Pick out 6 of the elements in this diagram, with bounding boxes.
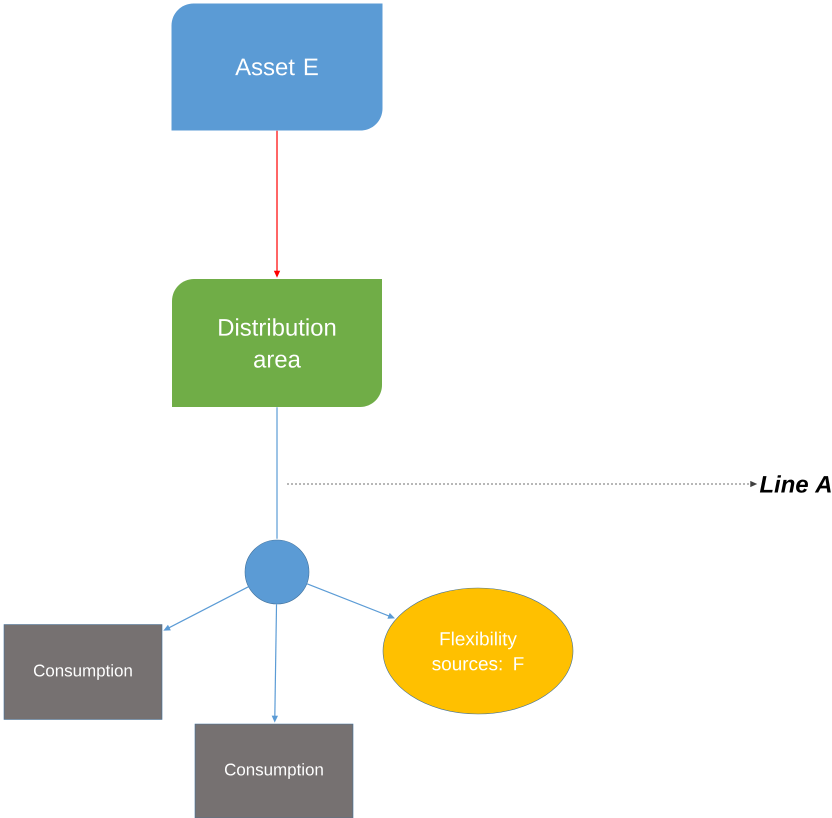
process-box: Asset E [172, 4, 382, 130]
consumer-box: Consumption [194, 724, 354, 818]
junction-circle [244, 540, 310, 604]
consumer-box: Consumption [4, 624, 162, 720]
process-box: Distribution area [172, 279, 382, 407]
line-label: Line A [760, 475, 831, 493]
